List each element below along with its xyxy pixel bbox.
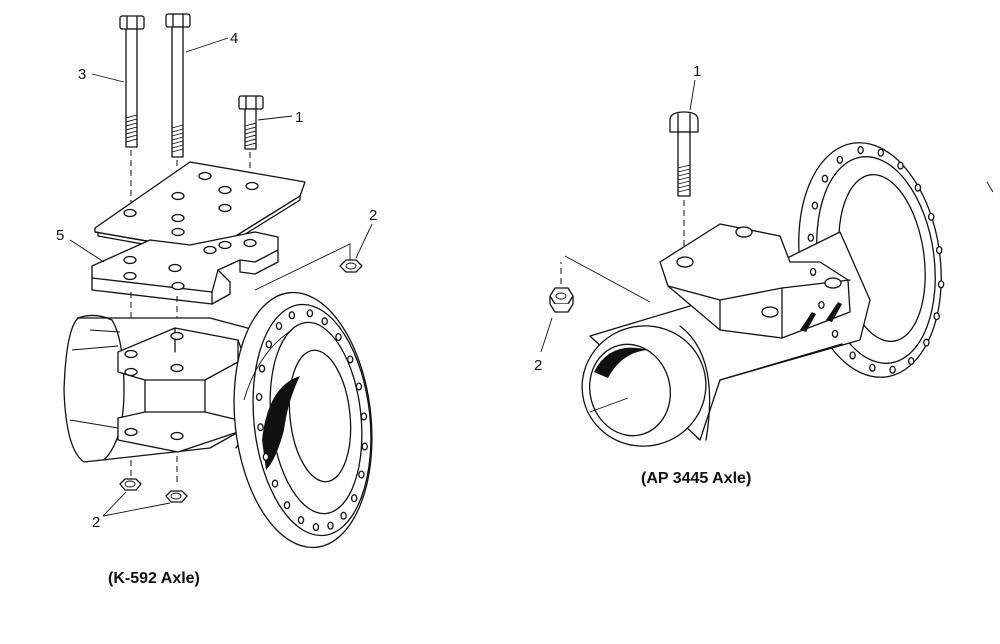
flange-hole xyxy=(897,161,904,170)
flange-hole xyxy=(306,309,314,318)
callout-2-bottom: 2 xyxy=(92,514,100,531)
flange-bolt-holes xyxy=(255,309,368,532)
flange-bolt-holes xyxy=(807,146,945,374)
flange-hole xyxy=(869,363,876,372)
flange-hole xyxy=(255,392,263,402)
nut-2-right xyxy=(339,259,363,273)
flange-hole xyxy=(933,312,940,321)
flange-hole xyxy=(340,511,347,520)
ap3445-axle-housing xyxy=(581,142,942,447)
ap-callout-2: 2 xyxy=(534,357,542,374)
flange-hole xyxy=(283,501,291,510)
flange-hole xyxy=(265,340,273,349)
nut-2-bottom-right xyxy=(165,490,188,503)
k592-axle-housing xyxy=(63,291,373,549)
flange-hole xyxy=(350,494,358,503)
flange-hole xyxy=(927,212,935,221)
bolt-1 xyxy=(238,95,264,180)
k592-caption: (K-592 Axle) xyxy=(108,570,200,587)
ap-nut-2 xyxy=(549,262,574,313)
flange-hole xyxy=(257,423,264,432)
flange-hole xyxy=(849,351,856,360)
flange-hole xyxy=(271,479,279,488)
flange-hole xyxy=(937,280,945,289)
lower-plate xyxy=(91,231,279,305)
k592-axle-assembly: 3 4 1 2 5 2 (K-592 Axle) xyxy=(56,13,377,587)
flange-hole xyxy=(361,442,368,451)
flange-hole xyxy=(262,452,270,461)
ap-callout-1: 1 xyxy=(693,63,701,80)
flange-hole xyxy=(889,365,896,374)
flange-hole xyxy=(312,523,320,532)
flange-hole xyxy=(360,412,368,421)
ap-bolt-1 xyxy=(669,111,699,258)
bolt-3 xyxy=(119,15,145,208)
flange-hole xyxy=(355,382,363,391)
callout-5: 5 xyxy=(56,227,64,244)
flange-hole xyxy=(907,357,915,366)
flange-hole xyxy=(818,300,825,310)
flange-hole xyxy=(811,201,819,210)
stray-mark xyxy=(986,181,994,193)
upper-plate xyxy=(94,161,306,257)
flange-hole xyxy=(807,233,815,242)
flange-hole xyxy=(857,146,864,155)
flange-hole xyxy=(877,148,885,157)
bolt-4 xyxy=(165,13,191,175)
nut-2-bottom-left xyxy=(119,478,142,491)
flange-hole xyxy=(288,311,296,320)
flange-hole xyxy=(935,246,943,255)
flange-hole xyxy=(358,470,365,479)
flange-hole xyxy=(321,317,328,326)
flange-hole xyxy=(335,332,342,342)
flange-hole xyxy=(836,155,844,164)
flange-hole xyxy=(821,174,829,183)
flange-hole xyxy=(275,321,283,331)
flange-hole xyxy=(327,521,334,530)
callout-2-right: 2 xyxy=(369,207,377,224)
flange-hole xyxy=(809,267,817,276)
flange-hole xyxy=(346,355,354,364)
ap3445-axle-assembly: 1 2 (AP 3445 Axle) xyxy=(534,63,945,487)
callout-4: 4 xyxy=(230,30,238,47)
flange-hole xyxy=(831,329,839,338)
callout-1: 1 xyxy=(295,109,303,126)
flange-hole xyxy=(297,516,305,525)
flange-hole xyxy=(914,183,922,192)
flange-hole xyxy=(923,338,930,347)
ap3445-caption: (AP 3445 Axle) xyxy=(641,470,751,487)
flange-hole xyxy=(258,364,266,373)
callout-3: 3 xyxy=(78,66,86,83)
